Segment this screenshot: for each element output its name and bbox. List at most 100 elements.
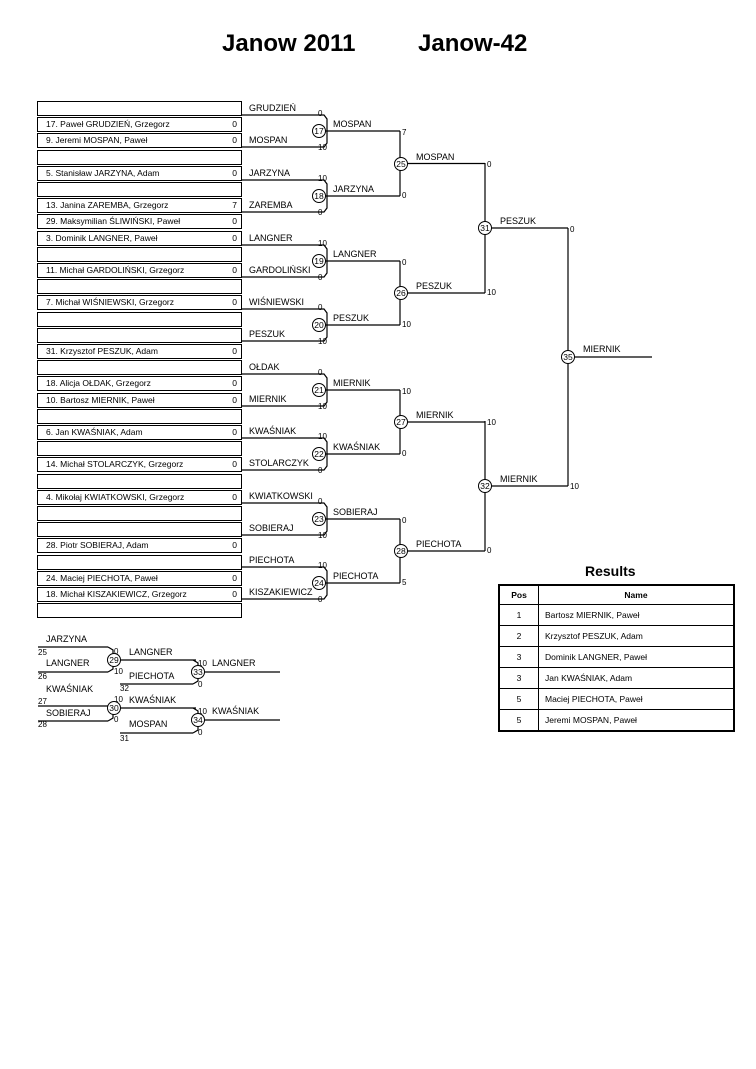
score: 0 (318, 303, 323, 312)
score: 10 (318, 239, 327, 248)
entrant-name: 18. Michał KISZAKIEWICZ, Grzegorz (46, 589, 187, 599)
entrant-name: 6. Jan KWAŚNIAK, Adam (46, 427, 143, 437)
entrant-score: 0 (232, 167, 237, 178)
score: 0 (318, 595, 323, 604)
player-label: PIECHOTA (129, 671, 175, 681)
winner-name: PESZUK (416, 281, 453, 291)
entrant-name: 5. Stanisław JARZYNA, Adam (46, 167, 160, 178)
match-number-badge: 23 (312, 512, 326, 526)
match-number-badge: 18 (312, 189, 326, 203)
results-pos: 5 (498, 688, 539, 710)
player-label: ZAREMBA (249, 200, 293, 210)
entrant-name: 11. Michał GARDOLIŃSKI, Grzegorz (46, 265, 185, 275)
player-label: MIERNIK (249, 394, 287, 404)
seed-number: 32 (120, 684, 129, 693)
score: 0 (318, 497, 323, 506)
results-title: Results (585, 563, 636, 579)
winner-name: KWAŚNIAK (333, 442, 381, 452)
entrant-name: 31. Krzysztof PESZUK, Adam (46, 346, 158, 356)
entrant-name: 3. Dominik LANGNER, Paweł (46, 232, 158, 243)
results-name: Jan KWAŚNIAK, Adam (538, 667, 735, 689)
winner-name: PESZUK (333, 313, 370, 323)
entrant-box (37, 149, 242, 165)
score: 10 (570, 482, 579, 491)
score: 10 (318, 531, 327, 540)
winner-name: KWAŚNIAK (212, 706, 260, 716)
entrant-box: 13. Janina ZAREMBA, Grzegorz 7 (37, 198, 242, 214)
entrant-score: 0 (232, 346, 237, 356)
entrant-score: 0 (232, 265, 237, 275)
score: 10 (198, 707, 207, 716)
player-label: JARZYNA (46, 634, 88, 644)
winner-name: PIECHOTA (416, 539, 462, 549)
entrant-name: 10. Bartosz MIERNIK, Paweł (46, 394, 155, 405)
player-label: GRUDZIEŃ (249, 103, 296, 113)
results-pos: 5 (498, 709, 539, 732)
seed-number: 31 (120, 734, 129, 743)
entrant-score: 0 (232, 572, 237, 583)
score: 10 (402, 387, 411, 396)
winner-name: MOSPAN (333, 119, 372, 129)
match-number-badge: 34 (191, 713, 205, 727)
results-name: Maciej PIECHOTA, Paweł (538, 688, 735, 710)
entrant-box (37, 311, 242, 327)
entrant-name: 29. Maksymilian ŚLIWIŃSKI, Paweł (46, 216, 181, 227)
player-label: KWAŚNIAK (249, 426, 297, 436)
results-name: Krzysztof PESZUK, Adam (538, 625, 735, 647)
player-label: WIŚNIEWSKI (249, 297, 305, 307)
score: 0 (198, 680, 203, 689)
entrant-box (37, 603, 242, 619)
match-number-badge: 21 (312, 383, 326, 397)
results-pos: 1 (498, 604, 539, 626)
player-label: JARZYNA (249, 168, 291, 178)
entrant-box (37, 441, 242, 457)
match-number-badge: 25 (394, 156, 408, 171)
player-label: GARDOLIŃSKI (249, 265, 311, 275)
entrant-box (37, 506, 242, 521)
entrant-box (37, 279, 242, 295)
score: 0 (402, 449, 407, 458)
results-header-name: Name (538, 584, 735, 605)
winner-name: LANGNER (212, 658, 256, 668)
match-number-badge: 29 (107, 653, 121, 667)
winner-name: JARZYNA (333, 184, 375, 194)
player-label: SOBIERAJ (46, 708, 91, 718)
entrant-name: 24. Maciej PIECHOTA, Paweł (46, 572, 158, 583)
match-number-badge: 28 (394, 544, 408, 558)
results-name: Jeremi MOSPAN, Paweł (538, 709, 735, 732)
entrant-name: 4. Mikołaj KWIATKOWSKI, Grzegorz (46, 491, 185, 502)
winner-name: MIERNIK (583, 344, 621, 354)
entrant-score: 0 (232, 232, 237, 243)
match-number-badge: 20 (312, 318, 326, 332)
winner-name: LANGNER (333, 249, 377, 259)
winner-name: PIECHOTA (333, 571, 379, 581)
match-number-badge: 31 (478, 221, 492, 235)
title-left: Janow 2011 (222, 30, 356, 57)
match-number-badge: 24 (312, 576, 326, 590)
player-label: KWIATKOWSKI (249, 491, 313, 501)
player-label: LANGNER (46, 658, 90, 668)
winner-name: MOSPAN (416, 151, 455, 162)
player-label: LANGNER (249, 233, 293, 243)
player-label: OŁDAK (249, 362, 280, 372)
entrant-score: 0 (232, 491, 237, 502)
results-pos: 3 (498, 667, 539, 689)
seed-number: 27 (38, 697, 47, 706)
match-number-badge: 26 (394, 286, 408, 300)
entrant-name: 13. Janina ZAREMBA, Grzegorz (46, 200, 169, 211)
entrant-score: 7 (232, 200, 237, 211)
entrant-score: 0 (232, 427, 237, 437)
score: 10 (318, 174, 327, 183)
player-label: PIECHOTA (249, 555, 295, 565)
entrant-name: 14. Michał STOLARCZYK, Grzegorz (46, 459, 184, 470)
score: 5 (402, 578, 407, 587)
